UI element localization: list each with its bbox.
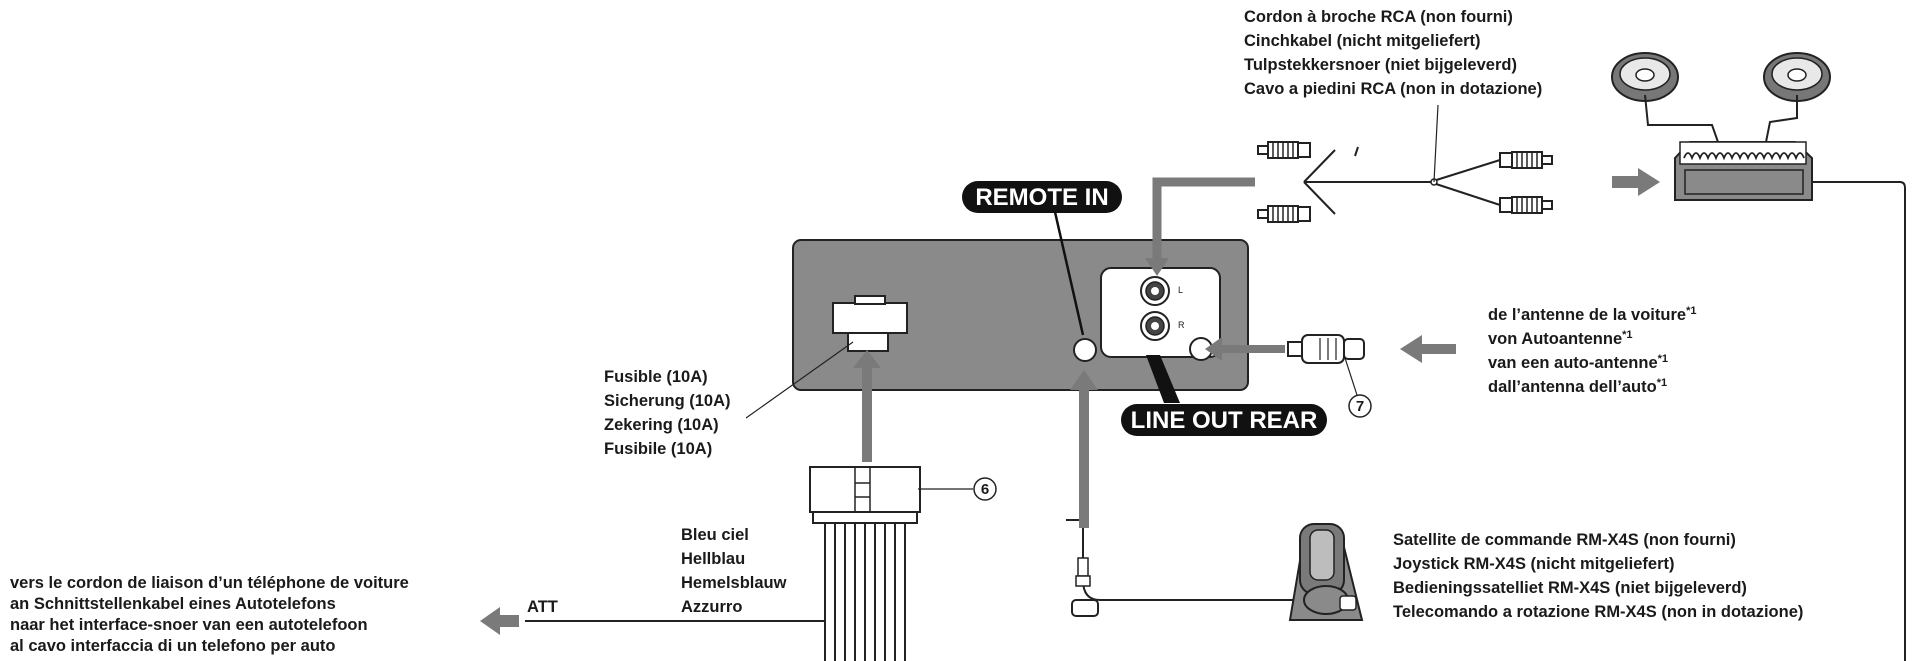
amp-wire (1812, 181, 1906, 661)
fuse-line-fr: Fusible (10A) (604, 368, 708, 386)
rotary-commander (1066, 519, 1364, 621)
att-label: ATT (527, 598, 558, 616)
antenna-line-it: dall’antenna dell’auto (1488, 378, 1657, 396)
arrow-rca-to-jack (1145, 177, 1255, 276)
fuse-leader (745, 341, 854, 419)
svg-text:de l’antenne de la voiture*1: de l’antenne de la voiture*1 (1488, 305, 1696, 324)
rca-plug-amp-bottom (1499, 196, 1553, 214)
antenna-line-de: von Autoantenne (1488, 330, 1622, 348)
ref-power-connector: 6 (981, 481, 989, 498)
svg-text:dall’antenna dell’auto*1: dall’antenna dell’auto*1 (1488, 377, 1667, 396)
rca-cord (1257, 104, 1553, 223)
antenna-label: de l’antenne de la voiture*1 von Autoant… (1488, 305, 1696, 396)
ref-antenna-adapter: 7 (1356, 398, 1364, 415)
satellite-line-it: Telecomando a rotazione RM-X4S (non in d… (1393, 603, 1803, 621)
rca-cord-line-de: Cinchkabel (nicht mitgeliefert) (1244, 32, 1481, 50)
svg-text:van een auto-antenne*1: van een auto-antenne*1 (1488, 353, 1668, 372)
antenna-note-nl: *1 (1658, 353, 1668, 365)
satellite-label: Satellite de commande RM-X4S (non fourni… (1393, 531, 1803, 621)
line-out-rear-label: LINE OUT REAR (1131, 407, 1318, 434)
speaker-left (1611, 52, 1719, 143)
speaker-right (1763, 52, 1831, 143)
remote-in-label: REMOTE IN (975, 184, 1108, 211)
arrow-harness-to-unit (853, 350, 881, 462)
phone-line-de: an Schnittstellenkabel eines Autotelefon… (10, 595, 336, 613)
rca-cord-label: Cordon à broche RCA (non fourni) Cinchka… (1244, 8, 1542, 98)
color-line-nl: Hemelsblauw (681, 574, 787, 592)
fuse-label: Fusible (10A) Sicherung (10A) Zekering (… (604, 368, 731, 458)
color-line-it: Azzurro (681, 598, 742, 616)
arrow-from-antenna (1400, 335, 1456, 363)
color-line-de: Hellblau (681, 550, 745, 568)
att-lead (480, 607, 825, 635)
line-out-panel: L R (1100, 267, 1221, 361)
antenna-adapter: 7 (1205, 334, 1372, 418)
amplifier (1674, 141, 1813, 201)
antenna-note-it: *1 (1657, 377, 1667, 389)
power-harness: 6 (809, 466, 997, 661)
line-out-rear-tag: LINE OUT REAR (1121, 355, 1327, 436)
power-connector-socket (832, 295, 908, 352)
rca-plug-unit-top (1257, 141, 1311, 159)
fuse-line-nl: Zekering (10A) (604, 416, 719, 434)
phone-line-it: al cavo interfaccia di un telefono per a… (10, 637, 336, 655)
fuse-line-de: Sicherung (10A) (604, 392, 731, 410)
arrow-rca-to-amp (1612, 168, 1660, 196)
rca-plug-unit-bottom (1257, 205, 1311, 223)
remote-in-tag: REMOTE IN (962, 181, 1122, 336)
antenna-note-fr: *1 (1686, 305, 1696, 317)
rca-cord-line-it: Cavo a piedini RCA (non in dotazione) (1244, 80, 1542, 98)
arrow-remote-to-unit (1070, 370, 1098, 528)
head-unit: L R (792, 239, 1249, 391)
antenna-line-nl: van een auto-antenne (1488, 354, 1658, 372)
phone-line-nl: naar het interface-snoer van een autotel… (10, 616, 368, 634)
rca-cord-line-nl: Tulpstekkersnoer (niet bijgeleverd) (1244, 56, 1517, 74)
jack-l-label: L (1178, 285, 1183, 295)
antenna-note-de: *1 (1622, 329, 1632, 341)
rca-plug-amp-top (1499, 151, 1553, 169)
fuse-line-it: Fusibile (10A) (604, 440, 712, 458)
color-line-fr: Bleu ciel (681, 526, 749, 544)
jack-r-label: R (1178, 320, 1185, 330)
phone-line-fr: vers le cordon de liaison d’un téléphone… (10, 574, 409, 592)
satellite-line-de: Joystick RM-X4S (nicht mitgeliefert) (1393, 555, 1674, 573)
remote-in-socket (1073, 338, 1097, 362)
satellite-line-nl: Bedieningssatelliet RM-X4S (niet bijgele… (1393, 579, 1747, 597)
svg-text:von Autoantenne*1: von Autoantenne*1 (1488, 329, 1633, 348)
antenna-line-fr: de l’antenne de la voiture (1488, 306, 1686, 324)
wire-color-label: Bleu ciel Hellblau Hemelsblauw Azzurro (681, 526, 787, 616)
phone-label: vers le cordon de liaison d’un téléphone… (10, 574, 409, 655)
rca-cord-line-fr: Cordon à broche RCA (non fourni) (1244, 8, 1513, 26)
satellite-line-fr: Satellite de commande RM-X4S (non fourni… (1393, 531, 1736, 549)
